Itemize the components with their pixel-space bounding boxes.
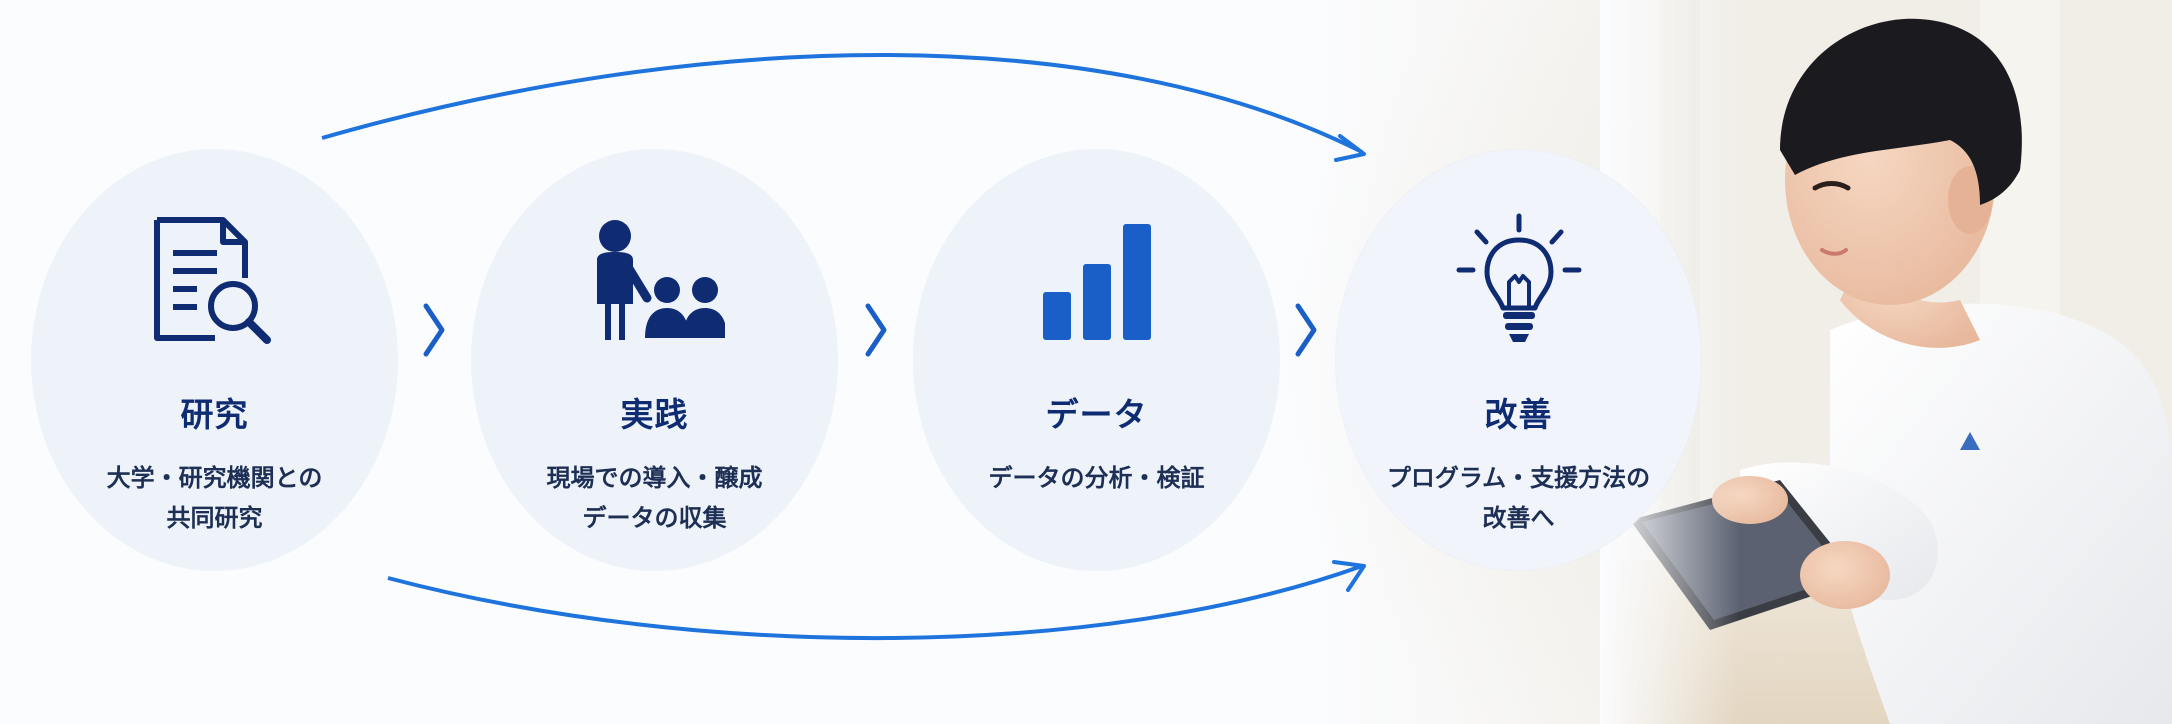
stage-title: 実践	[620, 395, 689, 434]
child-with-tablet-photo	[1600, 0, 2172, 724]
stage-title: データ	[1045, 395, 1148, 434]
stage-practice: 実践 現場での導入・醸成 データの収集	[472, 150, 837, 570]
stage-improvement: 改善 プログラム・支援方法の 改善へ	[1336, 150, 1701, 570]
stage-description: 現場での導入・醸成 データの収集	[546, 464, 763, 532]
bar-chart-icon	[1042, 224, 1151, 340]
stage-research: 研究 大学・研究機関との 共同研究	[32, 150, 397, 570]
stage-data: データ データの分析・検証	[914, 150, 1279, 570]
stage-title: 研究	[180, 395, 249, 434]
people-group-icon	[596, 220, 725, 340]
document-search-icon	[153, 217, 271, 344]
stage-description: プログラム・支援方法の 改善へ	[1386, 464, 1651, 532]
stage-description: 大学・研究機関との 共同研究	[106, 464, 323, 532]
chevron-right-icon	[865, 303, 887, 357]
stage-description: データの分析・検証	[988, 464, 1205, 492]
lightbulb-icon	[1456, 213, 1581, 342]
chevron-right-icon	[1295, 303, 1317, 357]
stage-title: 改善	[1484, 395, 1553, 434]
chevron-right-icon	[423, 303, 445, 357]
